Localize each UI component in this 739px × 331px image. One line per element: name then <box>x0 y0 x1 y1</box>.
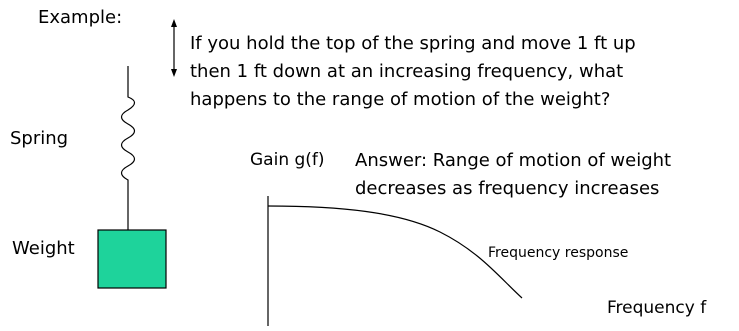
spring-label: Spring <box>10 128 69 149</box>
frequency-axis-label: Frequency f <box>607 298 707 318</box>
example-label: Example: <box>38 7 123 28</box>
weight-label: Weight <box>12 238 75 259</box>
question-line: then 1 ft down at an increasing frequenc… <box>190 61 624 82</box>
frequency-response-curve <box>267 205 523 299</box>
weight-block <box>97 229 167 289</box>
answer-line: Answer: Range of motion of weight <box>355 150 672 171</box>
frequency-response-label: Frequency response <box>488 245 629 261</box>
gain-axis-label: Gain g(f) <box>250 150 325 170</box>
up-down-arrow-icon <box>171 19 177 77</box>
answer-line: decreases as frequency increases <box>355 178 660 199</box>
question-text: If you hold the top of the spring and mo… <box>190 30 636 114</box>
question-line: If you hold the top of the spring and mo… <box>190 33 636 54</box>
question-line: happens to the range of motion of the we… <box>190 89 611 110</box>
spring-coil <box>120 66 136 230</box>
answer-text: Answer: Range of motion of weight decrea… <box>355 147 671 203</box>
